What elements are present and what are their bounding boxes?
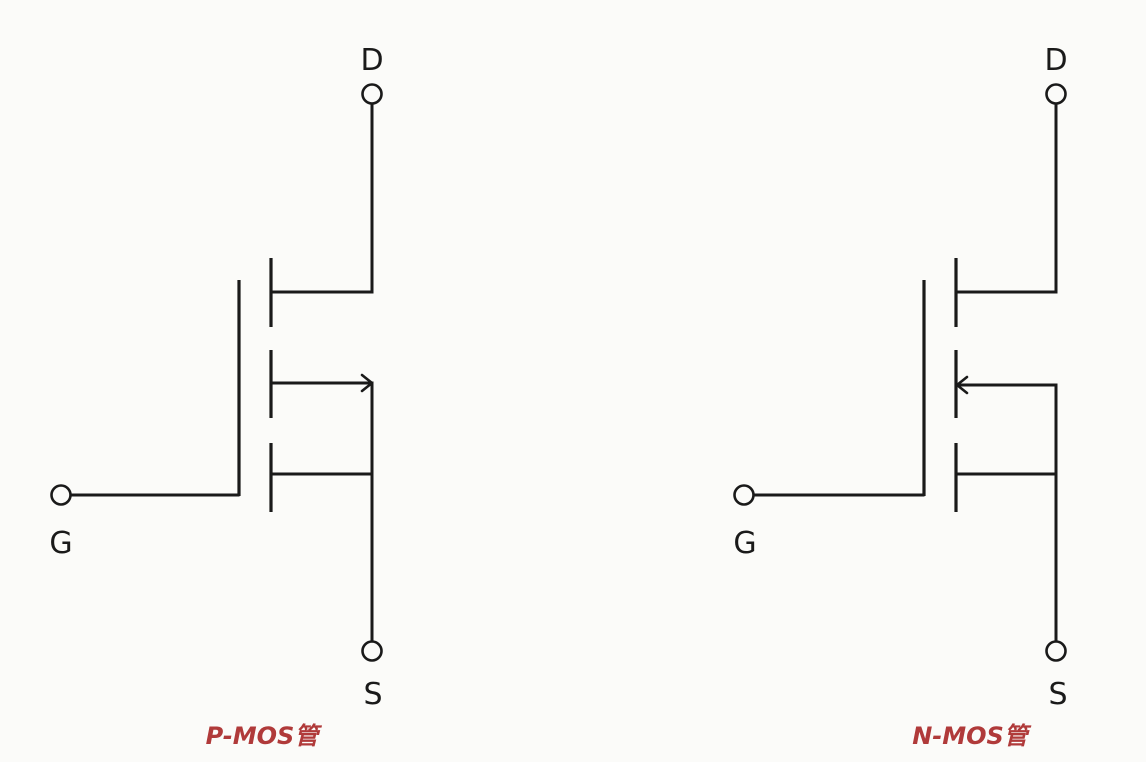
pmos-symbol: D G S P-MOS管 — [49, 43, 383, 750]
pmos-gate-label: G — [49, 526, 72, 561]
nmos-caption: N-MOS管 — [912, 722, 1032, 750]
nmos-source-label: S — [1048, 677, 1067, 712]
nmos-gate-label: G — [733, 526, 756, 561]
pmos-drain-label: D — [360, 43, 383, 78]
pmos-source-label: S — [363, 677, 382, 712]
pmos-drain-terminal — [361, 83, 383, 105]
nmos-drain-wire — [955, 102, 1058, 294]
pmos-drain-wire — [270, 102, 374, 294]
nmos-gate-terminal — [733, 484, 755, 506]
nmos-source-terminal — [1045, 640, 1067, 662]
nmos-symbol: D G S N-MOS管 — [733, 43, 1068, 750]
pmos-caption: P-MOS管 — [206, 722, 323, 750]
nmos-drain-terminal — [1045, 83, 1067, 105]
pmos-source-terminal — [361, 640, 383, 662]
nmos-drain-label: D — [1044, 43, 1067, 78]
pmos-gate-terminal — [50, 484, 72, 506]
nmos-body-arrow — [955, 375, 969, 395]
